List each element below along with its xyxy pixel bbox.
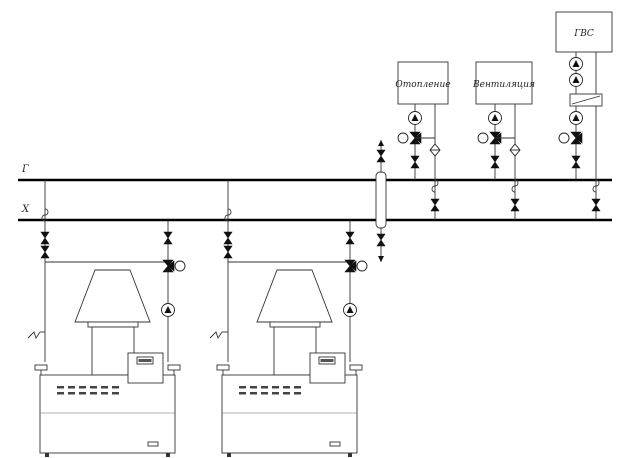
heating-label: Отопление bbox=[395, 80, 450, 90]
three-way-valve bbox=[162, 259, 175, 273]
boiler-pump-icon bbox=[161, 303, 175, 317]
consumer-hot-water: ГВС bbox=[555, 11, 613, 220]
boiler-1 bbox=[27, 180, 186, 458]
ventilation-label: Вентиляция bbox=[472, 80, 535, 90]
return-line-label: Х bbox=[21, 204, 30, 215]
hot-water-label: ГВС bbox=[573, 29, 594, 39]
hydraulic-separator bbox=[375, 140, 387, 262]
consumer-heating: Отопление bbox=[395, 61, 451, 220]
consumer-ventilation: Вентиляция bbox=[472, 61, 535, 220]
supply-line-label: Г bbox=[21, 164, 29, 175]
shutoff-valve bbox=[40, 231, 50, 245]
boiler-2 bbox=[209, 180, 368, 458]
